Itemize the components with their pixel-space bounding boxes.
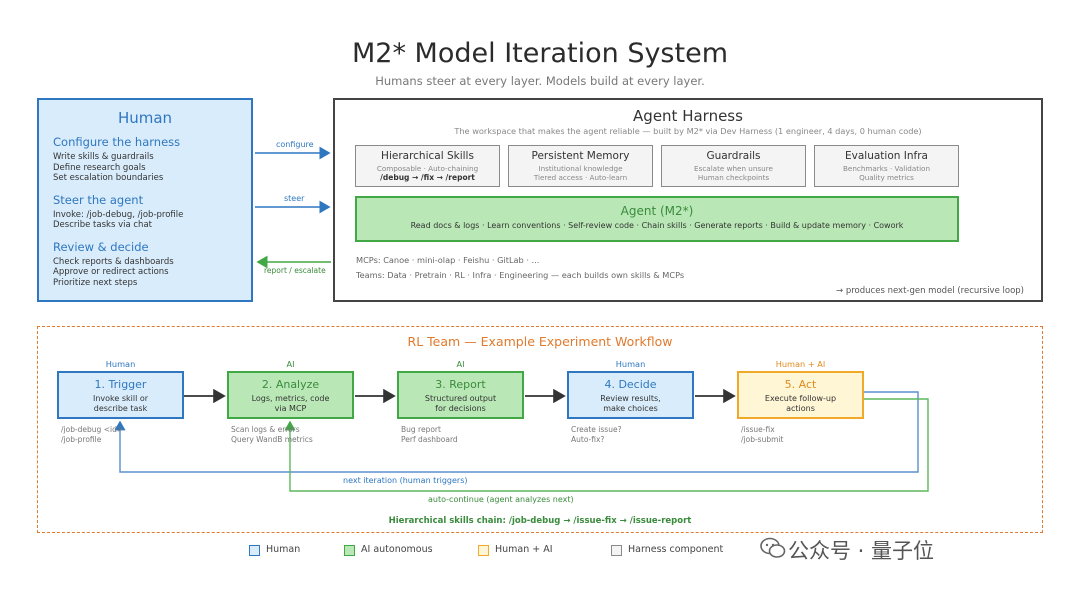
step-desc: Invoke skill or — [92, 394, 149, 403]
step-desc: for decisions — [435, 404, 486, 413]
step-title: 2. Analyze — [261, 378, 320, 391]
workflow-title: RL Team — Example Experiment Workflow — [407, 334, 673, 349]
human-section-configure: Configure the harness — [53, 135, 181, 149]
legend-label: AI autonomous — [361, 544, 433, 555]
step-report: 3. Report Structured output for decision… — [397, 371, 524, 419]
human-item: Check reports & dashboards — [53, 256, 174, 267]
step-note: Auto-fix? — [571, 434, 605, 444]
legend-label: Human + AI — [495, 544, 553, 555]
step-note: /job-profile — [61, 434, 102, 444]
teams-line: Teams: Data · Pretrain · RL · Infra · En… — [356, 270, 685, 280]
card-line: Composable · Auto-chaining — [376, 164, 479, 173]
card-title: Persistent Memory — [531, 150, 630, 162]
step-title: 5. Act — [784, 378, 817, 391]
card-line: Quality metrics — [859, 173, 914, 182]
card-line: Benchmarks · Validation — [842, 164, 931, 173]
card-line: Tiered access · Auto-learn — [533, 173, 628, 182]
harness-title: Agent Harness — [633, 107, 743, 125]
step-desc: actions — [786, 404, 815, 413]
loop-ai-label: auto-continue (agent analyzes next) — [428, 495, 574, 504]
step-desc: via MCP — [274, 404, 307, 413]
rl-workflow-box — [37, 326, 1043, 533]
human-panel: Human Configure the harness Write skills… — [37, 98, 253, 302]
step-note: Bug report — [401, 425, 441, 434]
human-section-steer: Steer the agent — [53, 192, 144, 207]
page-title: M2* Model Iteration System — [352, 38, 728, 69]
agent-title: Agent (M2*) — [620, 204, 694, 218]
step-analyze: 2. Analyze Logs, metrics, code via MCP — [227, 371, 354, 419]
step-desc: describe task — [93, 404, 148, 413]
step-note: Query WandB metrics — [231, 434, 313, 444]
step-desc: Review results, — [600, 394, 661, 403]
skills-chain-note: Hierarchical skills chain: /job-debug → … — [388, 516, 692, 526]
card-evaluation-infra: Evaluation Infra Benchmarks · Validation… — [814, 145, 959, 187]
step-title: 4. Decide — [604, 378, 657, 391]
card-line-bold: /debug → /fix → /report — [380, 173, 475, 182]
watermark-text: 公众号 · 量子位 — [788, 539, 935, 563]
step-note: /issue-fix — [741, 425, 775, 434]
step-note: /job-debug <id> — [61, 425, 124, 434]
legend-swatch-ai — [344, 545, 355, 556]
step-trigger: 1. Trigger Invoke skill or describe task — [57, 371, 184, 419]
human-item: Describe tasks via chat — [53, 220, 152, 230]
step-notes-act: /issue-fix /job-submit — [741, 425, 783, 444]
legend-swatch-harness — [611, 545, 622, 556]
page-subtitle: Humans steer at every layer. Models buil… — [375, 74, 705, 88]
human-section-review: Review & decide — [53, 239, 149, 254]
human-item: Set escalation boundaries — [53, 173, 164, 183]
human-panel-title: Human — [117, 109, 173, 127]
step-note: Scan logs & errors — [231, 425, 300, 434]
human-item: Approve or redirect actions — [53, 267, 169, 277]
human-item: Invoke: /job-debug, /job-profile — [53, 209, 184, 220]
card-persistent-memory: Persistent Memory Institutional knowledg… — [508, 145, 653, 187]
legend-label: Human — [266, 544, 301, 555]
step-desc: Execute follow-up — [764, 394, 837, 403]
step-notes-trigger: /job-debug <id> /job-profile — [61, 425, 123, 444]
configure-label: configure — [276, 140, 314, 149]
step-role: Human — [105, 359, 136, 369]
step-desc: make choices — [603, 404, 658, 413]
step-title: 3. Report — [435, 378, 486, 391]
legend-swatch-human — [249, 545, 260, 556]
step-notes-report: Bug report Perf dashboard — [401, 425, 458, 444]
legend-label: Harness component — [628, 544, 724, 555]
step-desc: Logs, metrics, code — [251, 394, 330, 403]
card-title: Evaluation Infra — [845, 150, 928, 162]
step-notes-analyze: Scan logs & errors Query WandB metrics — [231, 425, 313, 444]
card-line: Institutional knowledge — [538, 164, 623, 173]
step-role: Human + AI — [775, 359, 826, 369]
human-item: Prioritize next steps — [53, 277, 138, 288]
step-role: Human — [615, 359, 646, 369]
steer-label: steer — [284, 194, 305, 203]
step-decide: 4. Decide Review results, make choices — [567, 371, 694, 419]
human-item: Define research goals — [53, 162, 146, 173]
step-desc: Structured output — [424, 394, 497, 403]
step-note: Create issue? — [571, 425, 622, 434]
card-title: Guardrails — [706, 150, 761, 162]
harness-subtitle: The workspace that makes the agent relia… — [454, 126, 922, 136]
card-hierarchical-skills: Hierarchical Skills Composable · Auto-ch… — [355, 145, 500, 187]
legend-swatch-mix — [478, 545, 489, 556]
step-role: AI — [286, 359, 295, 369]
recursive-loop-note: → produces next-gen model (recursive loo… — [836, 286, 1024, 296]
loop-human-label: next iteration (human triggers) — [343, 476, 468, 485]
agent-abilities: Read docs & logs · Learn conventions · S… — [410, 221, 904, 230]
card-line: Escalate when unsure — [694, 164, 773, 173]
human-item: Write skills & guardrails — [53, 152, 154, 162]
step-notes-decide: Create issue? Auto-fix? — [571, 425, 622, 444]
mcps-line: MCPs: Canoe · mini-olap · Feishu · GitLa… — [356, 255, 540, 265]
wechat-icon — [760, 537, 786, 558]
step-role: AI — [456, 359, 465, 369]
card-title: Hierarchical Skills — [381, 150, 474, 162]
step-note: Perf dashboard — [401, 434, 458, 444]
card-guardrails: Guardrails Escalate when unsure Human ch… — [661, 145, 806, 187]
agent-box: Agent (M2*) Read docs & logs · Learn con… — [355, 196, 959, 242]
step-note: /job-submit — [741, 434, 784, 444]
report-escalate-label: report / escalate — [264, 266, 326, 275]
card-line: Human checkpoints — [697, 173, 770, 182]
step-act: 5. Act Execute follow-up actions — [737, 371, 864, 419]
step-title: 1. Trigger — [94, 378, 147, 391]
